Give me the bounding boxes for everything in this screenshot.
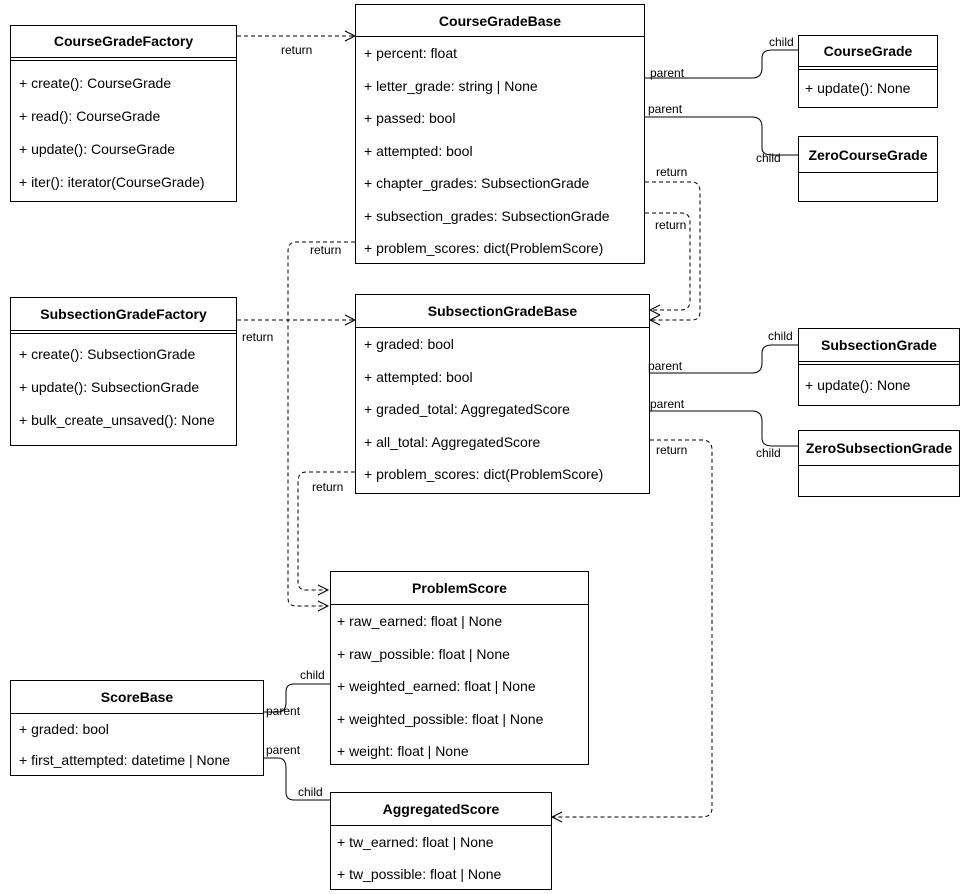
member: + iter(): iterator(CourseGrade) xyxy=(19,174,205,190)
class-course-grade-base: CourseGradeBase + percent: float + lette… xyxy=(355,4,645,264)
edge-label-child: child xyxy=(756,151,781,165)
edge-label-child: child xyxy=(756,446,781,460)
edge-problem-score xyxy=(264,683,330,713)
edge-label-parent: parent xyxy=(266,704,301,718)
member: + attempted: bool xyxy=(364,368,473,385)
member: + update(): None xyxy=(805,377,911,393)
member: + update(): CourseGrade xyxy=(19,141,176,157)
member: + raw_possible: float | None xyxy=(337,645,510,662)
class-name: CourseGrade xyxy=(799,36,937,70)
member: + passed: bool xyxy=(364,110,456,126)
edge-zero-course-grade xyxy=(645,116,798,156)
edge-label-child: child xyxy=(769,35,794,49)
member: + tw_earned: float | None xyxy=(337,834,494,850)
class-subsection-grade: SubsectionGrade + update(): None xyxy=(798,328,960,406)
edge-cgb-problem-return xyxy=(287,241,355,607)
class-name: ZeroCourseGrade xyxy=(799,137,937,173)
class-name: ProblemScore xyxy=(331,572,588,605)
edge-subsection-grade xyxy=(650,344,798,374)
edge-label-child: child xyxy=(298,785,323,799)
edge-sgb-problem-return xyxy=(297,471,355,591)
member: + create(): CourseGrade xyxy=(19,75,172,91)
member: + all_total: AggregatedScore xyxy=(364,433,541,450)
member: + problem_scores: dict(ProblemScore) xyxy=(364,466,604,482)
member: + read(): CourseGrade xyxy=(19,108,161,124)
edge-label-return: return xyxy=(656,443,688,457)
class-subsection-grade-base: SubsectionGradeBase + graded: bool + att… xyxy=(355,294,650,494)
class-name: SubsectionGrade xyxy=(799,329,959,365)
class-problem-score: ProblemScore + raw_earned: float | None … xyxy=(330,571,589,765)
member: + update(): SubsectionGrade xyxy=(19,379,200,395)
member: + weight: float | None xyxy=(337,743,469,759)
edge-chapter-return xyxy=(645,181,701,321)
edge-zero-subsection-grade xyxy=(650,410,798,447)
edge-label-return: return xyxy=(310,243,342,257)
edge-subsection-return xyxy=(645,212,691,311)
member: + raw_earned: float | None xyxy=(337,613,503,629)
edge-label-parent: parent xyxy=(650,66,685,80)
member: + letter_grade: string | None xyxy=(364,77,538,94)
class-subsection-grade-factory: SubsectionGradeFactory + create(): Subse… xyxy=(10,297,237,446)
edge-label-return: return xyxy=(655,218,687,232)
edge-label-return: return xyxy=(242,330,274,344)
member: + weighted_earned: float | None xyxy=(337,678,536,694)
edge-label-return: return xyxy=(281,43,313,57)
edge-course-grade xyxy=(645,49,798,79)
edge-label-parent: parent xyxy=(650,397,685,411)
member: + create(): SubsectionGrade xyxy=(19,346,196,362)
class-zero-subsection-grade: ZeroSubsectionGrade xyxy=(798,430,960,497)
edge-label-child: child xyxy=(768,329,793,343)
member: + bulk_create_unsaved(): None xyxy=(19,412,215,428)
class-name: CourseGradeBase xyxy=(356,5,644,37)
member: + graded: bool xyxy=(364,336,454,352)
class-name: ScoreBase xyxy=(11,681,263,714)
class-zero-course-grade: ZeroCourseGrade xyxy=(798,136,938,202)
edge-label-return: return xyxy=(312,480,344,494)
edge-label-child: child xyxy=(300,668,325,682)
member: + subsection_grades: SubsectionGrade xyxy=(364,207,610,224)
class-name: SubsectionGradeBase xyxy=(356,295,649,328)
class-name: CourseGradeFactory xyxy=(11,26,236,61)
class-course-grade-factory: CourseGradeFactory + create(): CourseGra… xyxy=(10,25,237,202)
member: + weighted_possible: float | None xyxy=(337,710,544,727)
class-score-base: ScoreBase + graded: bool + first_attempt… xyxy=(10,680,264,776)
member: + percent: float xyxy=(364,45,458,61)
edge-label-parent: parent xyxy=(266,743,301,757)
member: + update(): None xyxy=(805,80,911,96)
member: + chapter_grades: SubsectionGrade xyxy=(364,175,590,191)
edge-label-return: return xyxy=(656,165,688,179)
class-name: SubsectionGradeFactory xyxy=(11,298,236,334)
class-course-grade: CourseGrade + update(): None xyxy=(798,35,938,108)
member: + problem_scores: dict(ProblemScore) xyxy=(364,240,604,256)
member: + first_attempted: datetime | None xyxy=(19,752,231,768)
class-name: ZeroSubsectionGrade xyxy=(799,431,959,466)
member: + tw_possible: float | None xyxy=(337,866,502,882)
member: + graded_total: AggregatedScore xyxy=(364,401,570,417)
member: + attempted: bool xyxy=(364,142,473,159)
class-aggregated-score: AggregatedScore + tw_earned: float | Non… xyxy=(330,792,552,890)
member: + graded: bool xyxy=(19,721,109,737)
edge-all-total-return xyxy=(552,439,713,818)
class-name: AggregatedScore xyxy=(331,793,551,826)
edge-label-parent: parent xyxy=(648,359,683,373)
edge-label-parent: parent xyxy=(648,102,683,116)
edge-aggregated-score xyxy=(264,757,330,801)
